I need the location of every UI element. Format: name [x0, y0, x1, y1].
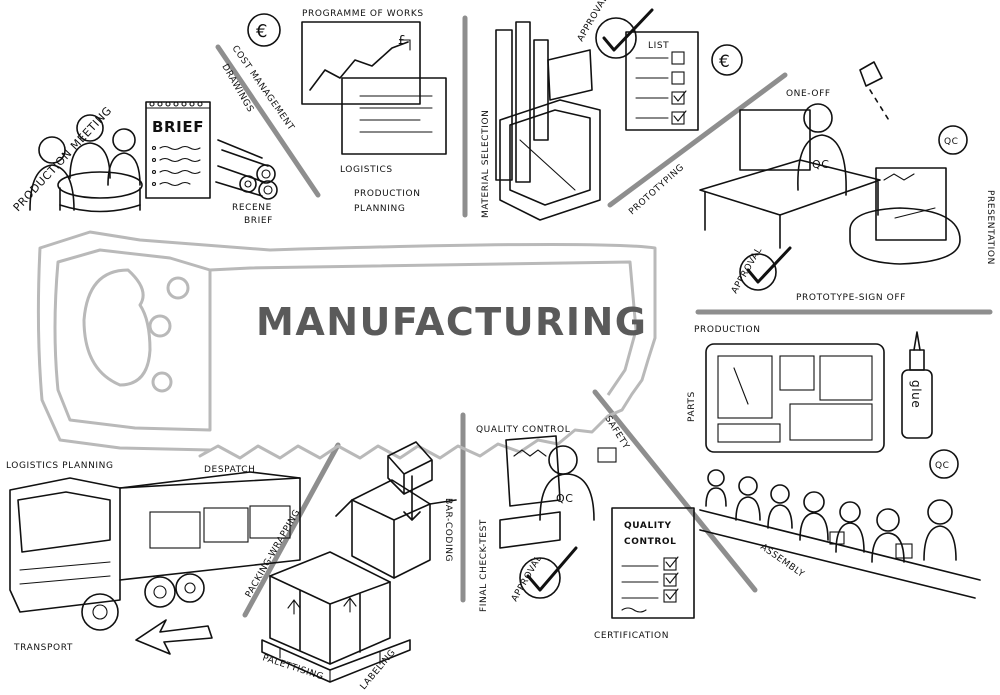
label-assembly: ASSEMBLY: [758, 542, 806, 580]
saw-icon: [36, 230, 657, 460]
approval-bottom: [519, 546, 578, 599]
label-brief-small: BRIEF: [244, 216, 273, 226]
label-brief: BRIEF: [152, 118, 204, 136]
material-selection-sketch: [495, 21, 601, 221]
checkmark-icon: [526, 546, 578, 592]
euro-coin-icon: €: [711, 44, 743, 76]
qc-badge-icon: QC: [812, 158, 830, 171]
label-packing-wrapping: PACKING-WRAPPING: [244, 508, 303, 600]
qc-badge-icon: QC: [556, 492, 574, 505]
quality-control-sketch: QC: [499, 435, 617, 549]
parts-board: [705, 343, 885, 453]
label-final-check-test: FINAL CHECK-TEST: [479, 519, 489, 612]
label-material-selection: MATERIAL SELECTION: [481, 110, 491, 219]
label-quality-control-top: QUALITY CONTROL: [476, 425, 570, 435]
approval-top: [595, 8, 654, 59]
label-approval-bottom: APPROVAL: [510, 554, 545, 604]
euro-coin-icon: €: [247, 13, 281, 47]
label-production: PRODUCTION: [354, 189, 421, 199]
assembly-line: [699, 469, 981, 599]
label-despatch: DESPATCH: [204, 465, 255, 475]
arrow-left-icon: [135, 619, 213, 655]
label-certification: CERTIFICATION: [594, 631, 669, 641]
label-recene: RECENE: [232, 203, 272, 213]
approval-prototype: [739, 246, 792, 291]
packing-sketch: [261, 441, 457, 683]
label-logistics: LOGISTICS: [340, 165, 393, 175]
programme-of-works-chart: £: [301, 21, 447, 155]
label-glue: glue: [909, 380, 923, 408]
qc-badge-icon: [938, 125, 968, 155]
label-labeling: LABELING: [359, 648, 398, 692]
prototyping-sketch: QC: [699, 61, 961, 265]
label-list: LIST: [648, 41, 669, 51]
svg-text:€: €: [719, 52, 730, 72]
label-presentation: PRESENTATION: [985, 190, 995, 265]
label-logistics-planning: LOGISTICS PLANNING: [6, 461, 114, 471]
production-meeting-sketch: [29, 114, 143, 213]
arrow-down-icon: [403, 475, 421, 521]
label-bar-coding: BAR-CODING: [443, 498, 453, 562]
quality-control-clipboard: [611, 507, 695, 619]
qc-badge-icon: [929, 449, 959, 479]
label-transport: TRANSPORT: [13, 643, 73, 653]
label-quality: QUALITY: [624, 521, 672, 531]
label-prototype-sign-off: PROTOTYPE-SIGN OFF: [796, 293, 906, 303]
label-qc-prototype: QC: [944, 137, 959, 147]
svg-text:£: £: [398, 33, 406, 47]
section-dividers: [215, 15, 993, 618]
svg-text:€: €: [256, 21, 267, 42]
label-qc-assembly: QC: [935, 461, 950, 471]
checklist: [625, 31, 699, 131]
page-title: MANUFACTURING: [256, 300, 647, 344]
label-planning: PLANNING: [354, 204, 405, 214]
label-programme-of-works: PROGRAMME OF WORKS: [302, 9, 424, 19]
label-parts: PARTS: [687, 391, 697, 422]
brief-clipboard: [145, 101, 211, 199]
drawing-rolls: [215, 139, 278, 200]
label-production-right: PRODUCTION: [694, 325, 761, 335]
label-control: CONTROL: [624, 537, 676, 547]
truck-sketch: [9, 471, 301, 655]
label-approval-prototype: APPROVAL: [730, 246, 765, 296]
glue-bottle: [901, 331, 933, 439]
checkmark-icon: [746, 246, 792, 284]
checkmark-icon: [602, 8, 654, 52]
label-one-off: ONE-OFF: [786, 89, 831, 99]
